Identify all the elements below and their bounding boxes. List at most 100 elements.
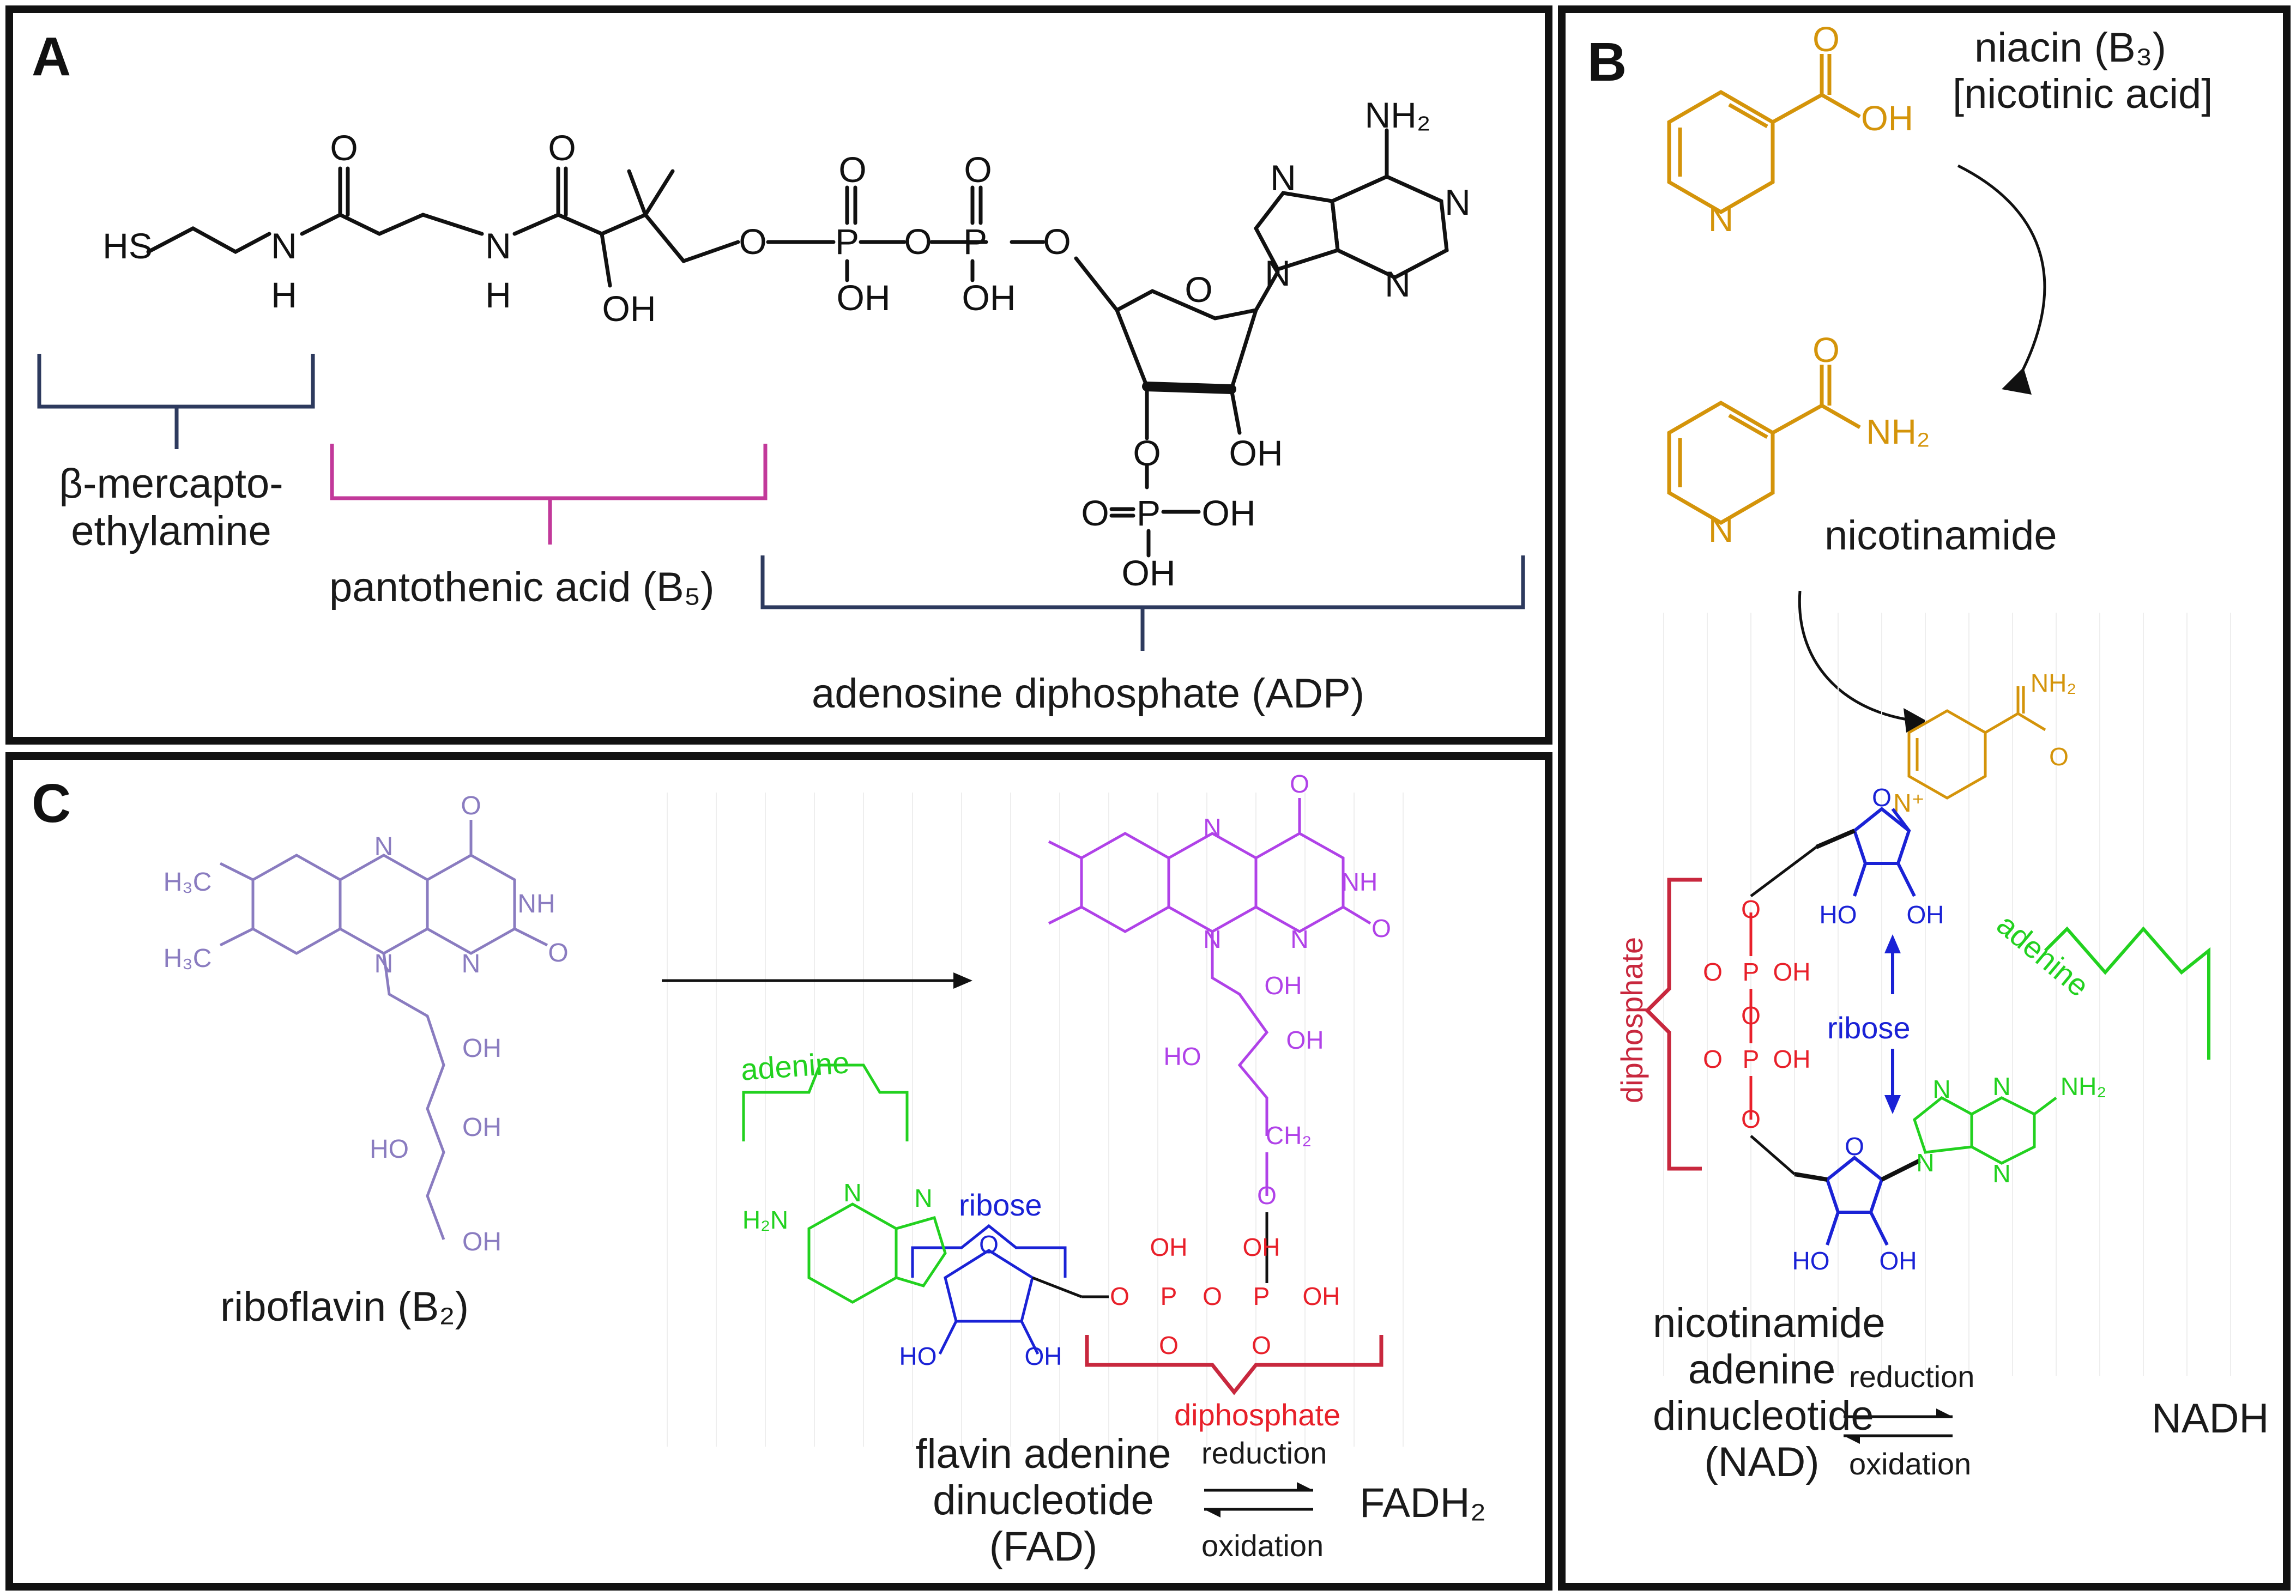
atom-n: N (1265, 253, 1291, 293)
atom-o: O (1845, 1132, 1864, 1160)
atom-oh: OH (837, 277, 891, 318)
atom-o: O (1812, 330, 1840, 370)
atom-n: N (1290, 925, 1308, 953)
atom-nh: NH (517, 890, 555, 918)
atom-n: N (1270, 158, 1296, 198)
label-nad-2: adenine (1688, 1346, 1836, 1393)
atom-o: O (2049, 742, 2069, 771)
atom-oh: OH (1202, 493, 1256, 533)
atom-oh: OH (462, 1034, 502, 1063)
fad-structure: H₃C H₃C N O NH O N N OH HO OH OH (164, 770, 1404, 1518)
atom-o: O (904, 221, 932, 262)
label-fadh2: FADH₂ (1360, 1480, 1487, 1526)
label-ribose: ribose (959, 1188, 1042, 1222)
atom-oh: OH (1150, 1233, 1188, 1261)
atom-ho: HO (1792, 1247, 1830, 1275)
panel-a: A (5, 5, 1552, 745)
atom-p: P (1253, 1282, 1270, 1310)
label-adp: adenosine diphosphate (ADP) (812, 670, 1365, 717)
label-nicotinamide: nicotinamide (1824, 512, 2057, 559)
atom-o: O (1872, 783, 1892, 812)
atom-o: O (1290, 770, 1309, 798)
nad-structure: N O OH N O NH₂ (1645, 20, 2231, 1444)
atom-n: N (1385, 264, 1411, 304)
atom-o: O (1081, 493, 1109, 533)
atom-o: O (1159, 1331, 1179, 1359)
panel-a-letter: A (32, 26, 71, 87)
label-niacin: niacin (B₃) (1974, 25, 2166, 71)
atom-oh: OH (962, 277, 1016, 318)
atom-p: P (1743, 958, 1760, 986)
atom-p: P (963, 221, 987, 262)
label-nad-1: nicotinamide (1653, 1300, 1886, 1346)
atom-oh: OH (1229, 433, 1283, 473)
label-nadh: NADH (2152, 1395, 2269, 1442)
atom-n: N (485, 226, 511, 266)
atom-n-plus: N⁺ (1893, 789, 1925, 817)
atom-o: O (1133, 433, 1161, 473)
label-riboflavin: riboflavin (B₂) (220, 1284, 469, 1330)
label-oxidation: oxidation (1201, 1528, 1324, 1563)
atom-p: P (1161, 1282, 1177, 1310)
label-mercaptoethylamine: β-mercapto-ethylamine (59, 461, 283, 555)
atom-oh: OH (1265, 971, 1302, 1000)
atom-o: O (979, 1230, 999, 1259)
atom-o: O (1371, 914, 1391, 942)
atom-n: N (1708, 200, 1733, 239)
atom-nh2: NH₂ (1866, 412, 1930, 451)
coenzyme-a-structure: HS N H O N H O OH O P O OH O P O OH O O … (37, 95, 1525, 651)
atom-oh: OH (462, 1228, 502, 1256)
atom-h3c: H₃C (164, 868, 212, 897)
atom-n: N (1992, 1072, 2010, 1101)
atom-o: O (1703, 1045, 1723, 1073)
atom-h: H (485, 275, 511, 315)
atom-oh: OH (462, 1113, 502, 1142)
atom-h: H (271, 275, 297, 315)
label-ribose: ribose (1827, 1011, 1911, 1045)
atom-o: O (739, 221, 766, 262)
atom-o: O (1252, 1331, 1271, 1359)
label-fad-3: (FAD) (989, 1524, 1098, 1570)
atom-oh: OH (1773, 958, 1811, 986)
atom-oh: OH (1303, 1282, 1340, 1310)
atom-n: N (1932, 1075, 1950, 1103)
atom-ch2: CH₂ (1266, 1121, 1312, 1150)
atom-n: N (914, 1184, 932, 1212)
label-pantothenic-acid: pantothenic acid (B₅) (329, 564, 715, 610)
atom-hs: HS (102, 226, 153, 266)
atom-o: O (1203, 1282, 1222, 1310)
atom-h2n: H₂N (742, 1206, 788, 1234)
panel-b: B niacin (B₃) [nicotinic acid] nicotinam… (1558, 5, 2291, 1591)
atom-o: O (1703, 958, 1723, 986)
atom-o: O (1741, 1105, 1761, 1133)
label-reduction: reduction (1849, 1359, 1975, 1394)
atom-nh: NH (1342, 868, 1377, 896)
atom-oh: OH (1286, 1026, 1324, 1054)
atom-oh: OH (1880, 1247, 1917, 1275)
label-nicotinic-acid: [nicotinic acid] (1953, 71, 2213, 117)
atom-n: N (374, 832, 394, 861)
atom-o: O (548, 939, 568, 968)
label-fad-2: dinucleotide (933, 1477, 1154, 1524)
atom-n: N (1203, 925, 1221, 953)
atom-p: P (1137, 493, 1161, 533)
atom-n: N (374, 950, 394, 978)
atom-o: O (964, 149, 992, 190)
atom-oh: OH (1243, 1233, 1280, 1261)
atom-o: O (330, 128, 358, 168)
atom-o: O (548, 128, 576, 168)
atom-n: N (1916, 1148, 1934, 1177)
atom-nh2: NH₂ (2031, 669, 2076, 697)
label-nad-3: dinucleotide (1653, 1393, 1874, 1439)
atom-n: N (271, 226, 297, 266)
atom-p: P (835, 221, 859, 262)
atom-n: N (1445, 182, 1471, 222)
label-oxidation: oxidation (1849, 1447, 1972, 1481)
label-diphosphate: diphosphate (1174, 1398, 1341, 1432)
atom-o: O (1812, 20, 1840, 59)
atom-n: N (1992, 1159, 2010, 1188)
panel-c-letter: C (32, 773, 71, 834)
label-diphosphate: diphosphate (1615, 936, 1649, 1103)
atom-n: N (1203, 813, 1221, 842)
